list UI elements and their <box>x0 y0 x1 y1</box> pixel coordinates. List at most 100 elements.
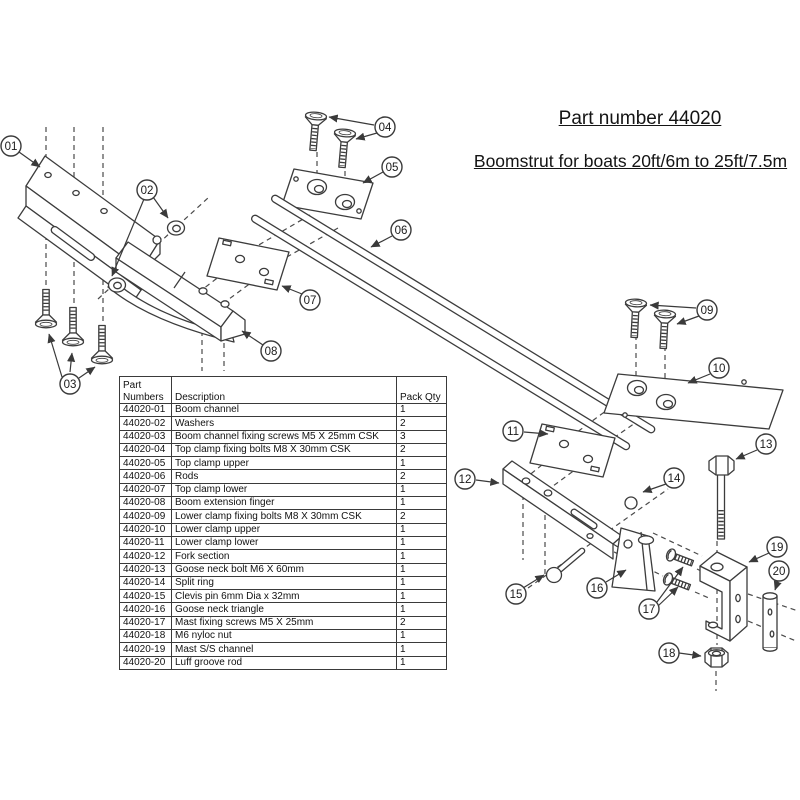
col-header-pack-qty: Pack Qty <box>396 376 447 404</box>
page-subtitle-description: Boomstrut for boats 20ft/6m to 25ft/7.5m <box>473 151 788 171</box>
svg-text:20: 20 <box>773 566 786 578</box>
callout-04: 04 <box>374 116 396 138</box>
qty-cell: 2 <box>396 469 447 484</box>
part-number-cell: 44020-11 <box>119 535 172 551</box>
clevis-pin-part <box>545 547 586 584</box>
part-number-cell: 44020-08 <box>119 496 172 511</box>
parts-table: Part Numbers Description Pack Qty 44020-… <box>119 376 447 670</box>
qty-cell: 1 <box>396 522 447 537</box>
callout-09: 09 <box>696 299 718 321</box>
description-cell: Goose neck triangle <box>171 602 397 617</box>
part-number-cell: 44020-10 <box>119 522 172 537</box>
part-number-cell: 44020-07 <box>119 482 172 498</box>
qty-cell: 2 <box>396 416 447 431</box>
qty-cell: 1 <box>396 562 447 577</box>
part-number-cell: 44020-20 <box>119 655 172 670</box>
callout-02: 02 <box>136 179 158 201</box>
top-clamp-lower-part <box>206 237 290 291</box>
svg-text:19: 19 <box>771 542 784 554</box>
svg-text:10: 10 <box>713 363 726 375</box>
rods-part <box>251 194 656 451</box>
luff-groove-rod-part <box>762 592 778 652</box>
svg-text:07: 07 <box>304 295 317 307</box>
qty-cell: 2 <box>396 509 447 524</box>
svg-text:13: 13 <box>760 439 773 451</box>
qty-cell: 1 <box>396 496 447 511</box>
part-number-cell: 44020-18 <box>119 629 172 644</box>
description-cell: Lower clamp fixing bolts M8 X 30mm CSK <box>171 509 397 524</box>
table-header-row: Part Numbers Description Pack Qty <box>119 376 447 404</box>
svg-text:03: 03 <box>64 379 77 391</box>
callout-20: 20 <box>768 560 790 582</box>
nyloc-nut-part <box>704 647 729 668</box>
svg-text:04: 04 <box>379 122 392 134</box>
callout-15: 15 <box>505 583 527 605</box>
mast-channel-part <box>699 551 748 642</box>
description-cell: Boom channel fixing screws M5 X 25mm CSK <box>171 429 397 444</box>
top-clamp-upper-part <box>281 168 374 220</box>
part-number-cell: 44020-15 <box>119 589 172 604</box>
lower-clamp-upper-part <box>603 373 784 430</box>
svg-text:15: 15 <box>510 589 523 601</box>
qty-cell: 2 <box>396 442 447 458</box>
part-number-cell: 44020-03 <box>119 429 172 444</box>
description-cell: Lower clamp lower <box>171 535 397 551</box>
qty-cell: 1 <box>396 535 447 551</box>
description-cell: Boom extension finger <box>171 496 397 511</box>
mast-fixing-screws <box>662 548 695 593</box>
qty-cell: 1 <box>396 642 447 657</box>
svg-text:09: 09 <box>701 305 714 317</box>
svg-text:18: 18 <box>663 648 676 660</box>
part-number-cell: 44020-05 <box>119 456 172 471</box>
description-cell: Goose neck bolt M6 X 60mm <box>171 562 397 577</box>
callout-03: 03 <box>59 373 81 395</box>
qty-cell: 1 <box>396 629 447 644</box>
callout-12: 12 <box>454 468 476 490</box>
part-number-cell: 44020-14 <box>119 575 172 591</box>
callout-01: 01 <box>0 135 22 157</box>
callout-08: 08 <box>260 340 282 362</box>
description-cell: Lower clamp upper <box>171 522 397 537</box>
part-number-cell: 44020-16 <box>119 602 172 617</box>
washer-lower <box>107 277 127 293</box>
description-cell: M6 nyloc nut <box>171 629 397 644</box>
svg-text:12: 12 <box>459 474 472 486</box>
description-cell: Top clamp lower <box>171 482 397 498</box>
callout-17: 17 <box>638 598 660 620</box>
col-header-part-numbers: Part Numbers <box>119 376 172 404</box>
callout-16: 16 <box>586 577 608 599</box>
part-number-cell: 44020-12 <box>119 549 172 564</box>
svg-text:11: 11 <box>507 426 519 438</box>
page-title-part-number: Part number 44020 <box>558 108 722 129</box>
description-cell: Rods <box>171 469 397 484</box>
part-number-cell: 44020-01 <box>119 402 172 418</box>
part-number-cell: 44020-04 <box>119 442 172 458</box>
description-cell: Boom channel <box>171 402 397 418</box>
svg-text:17: 17 <box>643 604 656 616</box>
col-header-description: Description <box>171 376 397 404</box>
svg-text:06: 06 <box>395 225 408 237</box>
description-cell: Top clamp fixing bolts M8 X 30mm CSK <box>171 442 397 458</box>
qty-cell: 1 <box>396 549 447 564</box>
part-number-cell: 44020-19 <box>119 642 172 657</box>
qty-cell: 2 <box>396 615 447 631</box>
callout-05: 05 <box>381 156 403 178</box>
callout-07: 07 <box>299 289 321 311</box>
description-cell: Top clamp upper <box>171 456 397 471</box>
